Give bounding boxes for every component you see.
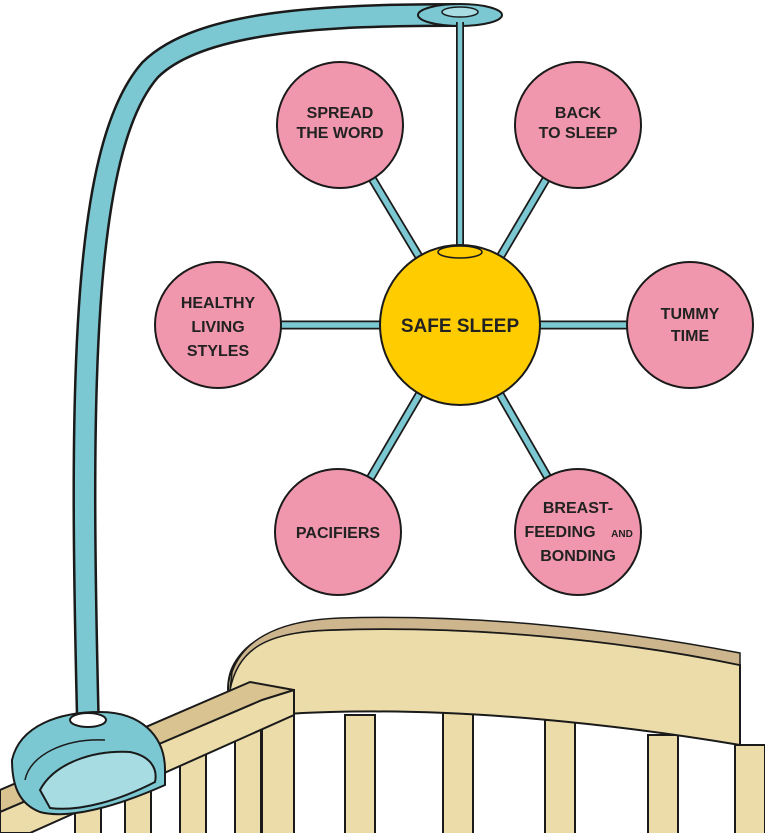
arm-fill (74, 5, 465, 735)
node-circle (274, 468, 402, 596)
node-label-line: FEEDING (524, 524, 595, 541)
crib-slat (734, 744, 765, 833)
node-label-line: BACK (555, 105, 602, 122)
crib-slat (442, 711, 474, 833)
node-label-line: BREAST- (543, 500, 613, 517)
center-hub: SAFE SLEEP (379, 244, 541, 406)
node-circle (626, 261, 754, 389)
crib-slat (544, 719, 576, 833)
node-tummy-time: TUMMY TIME (626, 261, 754, 389)
center-circle (379, 244, 541, 406)
node-label-line: TUMMY (661, 306, 720, 323)
node-circle (154, 261, 282, 389)
arm-base-face (38, 750, 157, 810)
node-label-line: PACIFIERS (296, 525, 380, 542)
crib-slats (344, 711, 765, 833)
node-label-line: THE WORD (296, 125, 383, 142)
arm-top-cap-inner (441, 6, 479, 18)
mobile-arm (10, 3, 503, 816)
node-label-line: TIME (671, 328, 710, 345)
node-breastfeeding-bonding: BREAST- FEEDING AND BONDING (514, 468, 642, 596)
node-label-line: LIVING (191, 319, 244, 336)
node-label-line: SPREAD (307, 105, 374, 122)
node-back-to-sleep: BACK TO SLEEP (514, 61, 642, 189)
node-healthy-living-styles: HEALTHY LIVING STYLES (154, 261, 282, 389)
node-pacifiers: PACIFIERS (274, 468, 402, 596)
crib (226, 616, 765, 833)
crib-slat (647, 734, 679, 833)
crib-slat (344, 714, 376, 833)
node-circle (276, 61, 404, 189)
center-top-cap (437, 245, 483, 259)
node-label-line-small: AND (611, 529, 633, 540)
crib-side-slat (234, 729, 262, 833)
node-label-line: BONDING (540, 548, 616, 565)
arm-collar (69, 712, 107, 728)
node-label-line: HEALTHY (181, 295, 256, 312)
arm-base-groove (24, 739, 106, 781)
center-label: SAFE SLEEP (401, 316, 520, 337)
crib-rail-top-band (229, 616, 741, 691)
node-label-line: TO SLEEP (539, 125, 618, 142)
node-circle (514, 61, 642, 189)
node-circle (514, 468, 642, 596)
node-label-line: STYLES (187, 343, 250, 360)
node-spread-the-word: SPREAD THE WORD (276, 61, 404, 189)
